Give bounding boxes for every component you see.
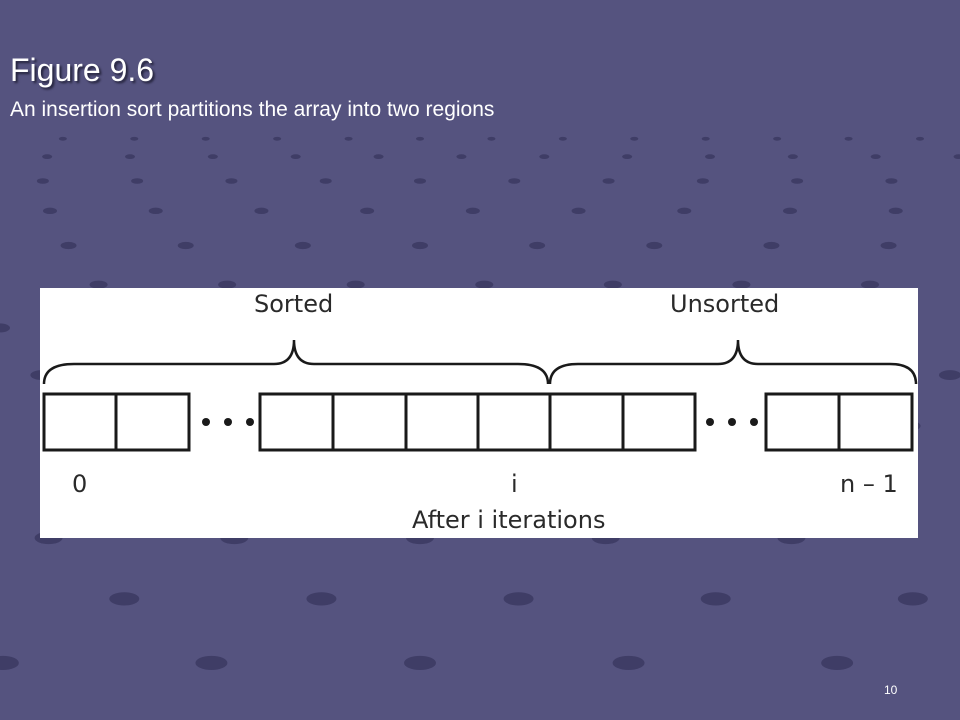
sorted-brace	[42, 339, 550, 385]
bg-dot	[571, 207, 586, 215]
array-cell	[621, 392, 697, 452]
bg-dot	[360, 207, 375, 215]
bg-dot	[416, 136, 424, 141]
bg-dot	[821, 655, 854, 670]
array-diagram	[42, 339, 918, 452]
bg-dot	[344, 136, 353, 141]
bg-dot	[602, 178, 615, 184]
sorted-label: Sorted	[254, 290, 334, 318]
bg-dot	[844, 136, 853, 141]
bg-dot	[939, 370, 960, 380]
bg-dot	[888, 207, 903, 215]
bg-dot	[42, 154, 53, 160]
bg-dot	[456, 154, 467, 160]
bg-dot	[861, 280, 879, 289]
bg-dot	[603, 280, 622, 289]
diagram-caption: After i iterations	[412, 506, 606, 534]
index-i-label: i	[511, 470, 518, 498]
bg-dot	[125, 154, 135, 160]
array-cell	[837, 392, 914, 452]
bg-dot	[465, 207, 480, 215]
bg-dot	[404, 655, 436, 670]
bg-dot	[705, 154, 715, 160]
bg-dot	[254, 207, 269, 215]
bg-dot	[148, 207, 163, 215]
array-cells-start	[42, 392, 191, 452]
bg-dot	[225, 178, 238, 184]
bg-dot	[319, 178, 332, 184]
slide-number: 10	[884, 683, 898, 697]
bg-dot	[475, 280, 494, 289]
index-zero-label: 0	[72, 470, 88, 498]
array-cell	[331, 392, 408, 452]
unsorted-brace	[548, 339, 918, 385]
bg-dot	[503, 592, 534, 606]
bg-dot	[0, 655, 19, 670]
bg-dot	[880, 241, 897, 250]
bg-dot	[60, 241, 77, 250]
bg-dot	[622, 154, 633, 160]
ellipsis-dots	[202, 418, 254, 426]
bg-dot	[58, 136, 67, 141]
bg-dot	[916, 136, 924, 141]
bg-dot	[763, 241, 780, 250]
bg-dot	[646, 241, 663, 250]
bg-dot	[177, 241, 194, 250]
bg-dot	[109, 592, 140, 606]
array-cell	[114, 392, 191, 452]
slide-title: Figure 9.6	[10, 52, 155, 88]
array-cell	[764, 392, 841, 452]
bg-dot	[612, 655, 645, 670]
bg-dot	[412, 241, 428, 250]
bg-dot	[885, 178, 898, 184]
bg-dot	[539, 154, 550, 160]
unsorted-label: Unsorted	[670, 290, 780, 318]
bg-dot	[701, 136, 710, 141]
bg-dot	[195, 655, 228, 670]
bg-dot	[508, 178, 521, 184]
bg-dot	[43, 207, 57, 215]
bg-dot	[558, 136, 567, 141]
array-cell	[548, 392, 625, 452]
bg-dot	[290, 154, 301, 160]
bg-dot	[677, 207, 692, 215]
slide-subtitle: An insertion sort partitions the array i…	[10, 98, 495, 121]
array-cell	[476, 392, 552, 452]
bg-dot	[897, 592, 928, 606]
insertion-sort-figure: Sorted Unsorted 0 i n – 1 After i iterat…	[40, 288, 918, 538]
bg-dot	[870, 154, 881, 160]
bg-dot	[700, 592, 731, 606]
bg-dot	[791, 178, 804, 184]
bg-dot	[487, 136, 496, 141]
bg-dot	[130, 136, 139, 141]
bg-dot	[0, 323, 10, 333]
array-cells-middle	[258, 392, 697, 452]
array-cell	[42, 392, 118, 452]
array-cells-end	[764, 392, 914, 452]
bg-dot	[36, 178, 49, 184]
bg-dot	[630, 136, 639, 141]
bg-dot	[696, 178, 709, 184]
bg-dot	[783, 207, 797, 215]
bg-dot	[294, 241, 311, 250]
array-cell	[404, 392, 480, 452]
index-last-label: n – 1	[840, 470, 898, 498]
bg-dot	[953, 154, 960, 160]
bg-dot	[346, 280, 365, 289]
bg-dot	[373, 154, 384, 160]
array-cell	[258, 392, 335, 452]
bg-dot	[89, 280, 108, 289]
bg-dot	[732, 280, 751, 289]
bg-dot	[131, 178, 144, 184]
bg-dot	[306, 592, 337, 606]
bg-dot	[787, 154, 798, 160]
ellipsis-dots	[706, 418, 758, 426]
bg-dot	[201, 136, 210, 141]
bg-dot	[529, 241, 546, 250]
bg-dot	[773, 136, 782, 141]
bg-dot	[207, 154, 218, 160]
bg-dot	[273, 136, 282, 141]
bg-dot	[218, 280, 237, 289]
bg-dot	[414, 178, 426, 184]
